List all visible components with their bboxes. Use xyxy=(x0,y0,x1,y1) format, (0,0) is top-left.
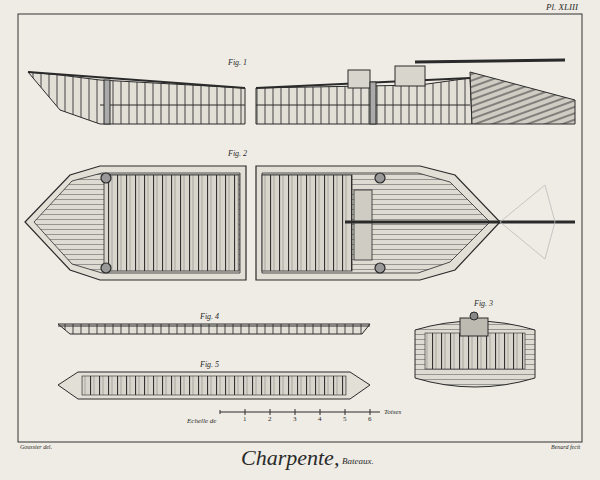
plate-number: Pl. XLIII xyxy=(546,3,578,12)
scale-number: 4 xyxy=(318,416,322,423)
signature: Benard fecit xyxy=(551,444,580,450)
signature: Goussier del. xyxy=(20,444,52,450)
figure-label: Fig. 5 xyxy=(200,361,219,369)
scale-number: 2 xyxy=(268,416,272,423)
scale-label: Echelle de xyxy=(187,418,216,425)
scale-unit: Toises xyxy=(384,409,401,416)
figure-label: Fig. 2 xyxy=(228,150,247,158)
figure-label: Fig. 1 xyxy=(228,59,247,67)
scale-number: 3 xyxy=(293,416,297,423)
plate-subtitle: Bateaux. xyxy=(342,457,374,466)
figure-label: Fig. 3 xyxy=(474,300,493,308)
scale-number: 5 xyxy=(343,416,347,423)
plate-title: Charpente, xyxy=(241,447,339,469)
scale-number: 1 xyxy=(243,416,247,423)
scale-number: 6 xyxy=(368,416,372,423)
figure-label: Fig. 4 xyxy=(200,313,219,321)
